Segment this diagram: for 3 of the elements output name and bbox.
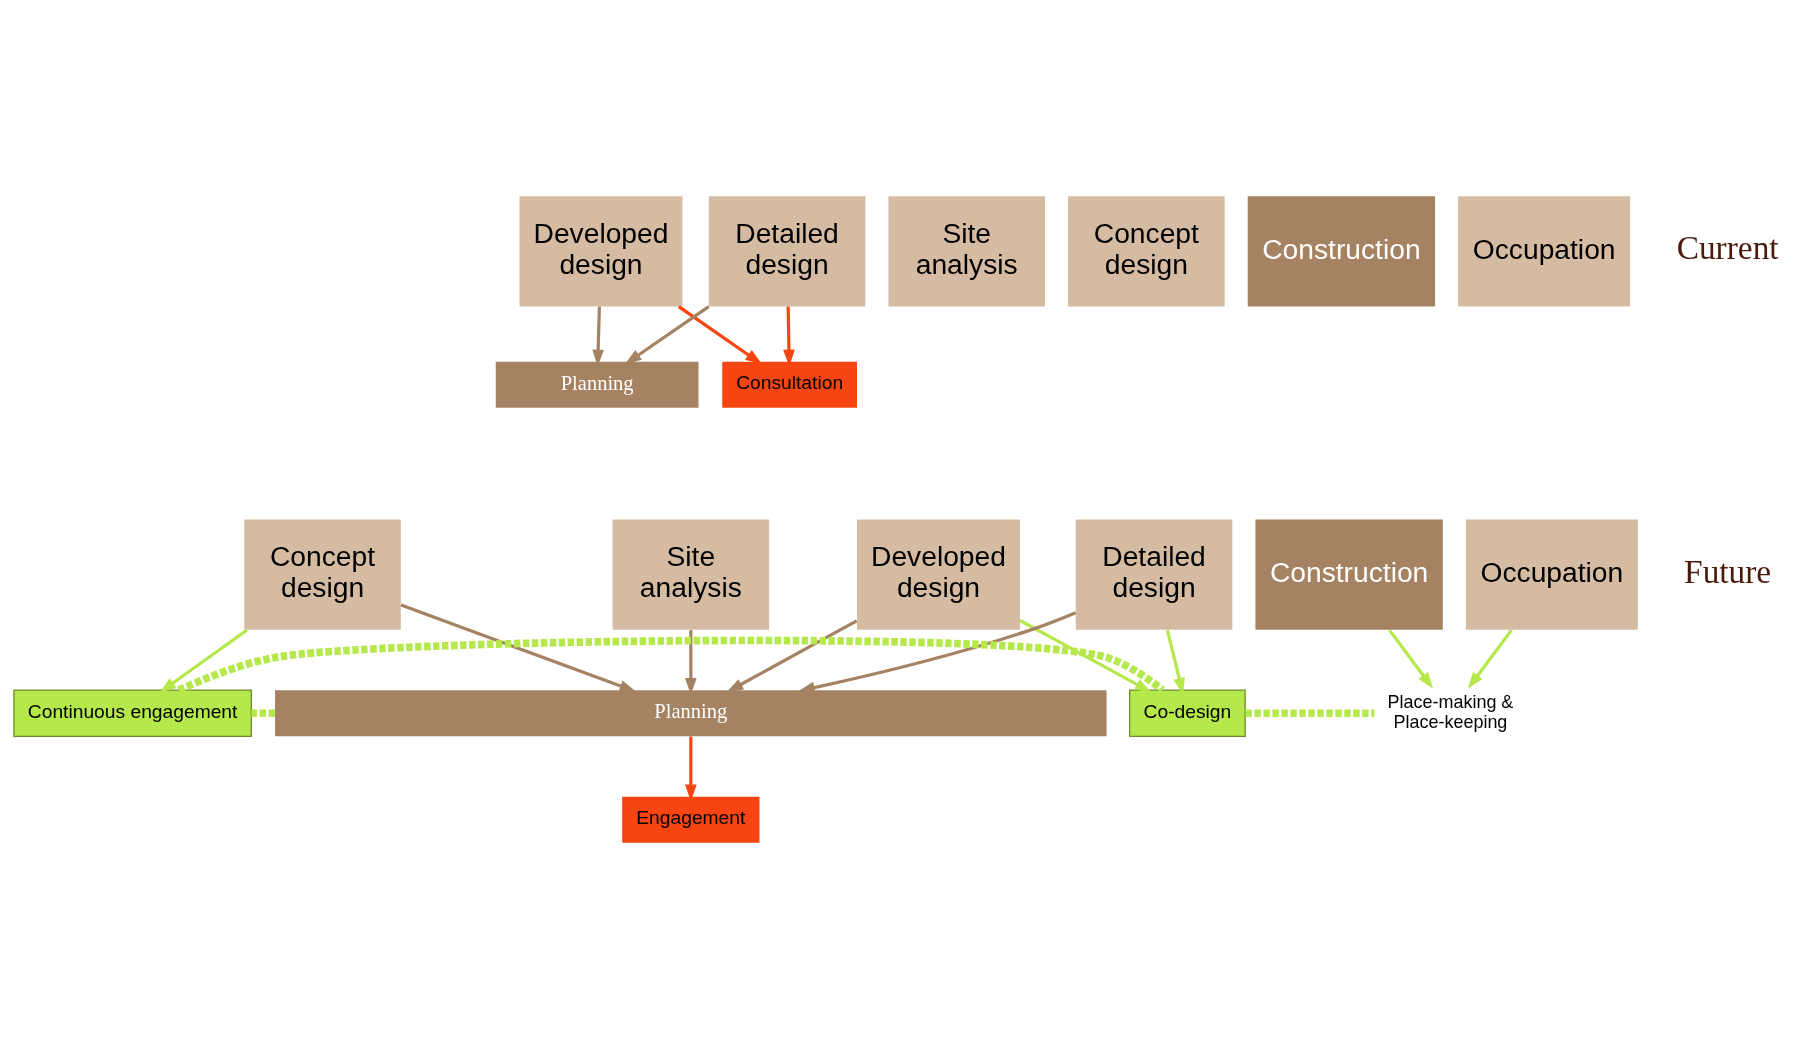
label: Current: [1676, 229, 1779, 267]
node-text: Place-making & Place-keeping: [1387, 692, 1514, 732]
label: Future: [1684, 552, 1772, 590]
